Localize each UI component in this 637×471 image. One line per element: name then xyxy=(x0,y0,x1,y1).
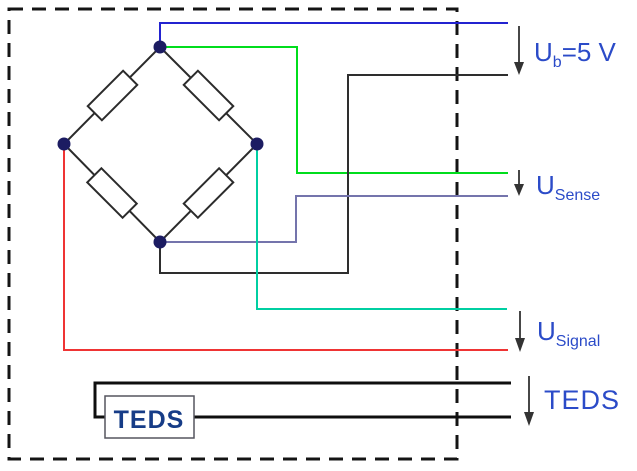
usignal-arrowhead-icon xyxy=(515,338,525,352)
sensor-boundary-dashed-border xyxy=(7,7,459,461)
ub-arrow xyxy=(514,26,524,75)
teds-box-label: TEDS xyxy=(114,406,185,434)
excitation-positive-wire xyxy=(159,22,508,47)
ub-label-value: =5 V xyxy=(562,37,617,67)
resistor-top-right-body xyxy=(182,69,235,122)
resistor-bottom-right-body xyxy=(182,166,235,220)
usignal-label-main: U xyxy=(537,316,556,346)
sense-negative-wire xyxy=(160,195,508,243)
ub-arrowhead-icon xyxy=(514,62,524,75)
sense-positive-wire xyxy=(160,46,508,174)
resistor-top-left xyxy=(86,69,139,122)
resistor-bottom-left-body xyxy=(85,166,139,220)
usense-label-main: U xyxy=(536,170,555,200)
bridge-diamond-outline xyxy=(62,45,259,244)
resistor-top-left-body xyxy=(86,69,139,122)
bridge-node-left xyxy=(57,137,71,151)
bridge-node-bottom xyxy=(153,235,167,249)
bridge-node-top xyxy=(153,40,167,54)
resistor-bottom-left xyxy=(85,166,139,220)
signal-positive-wire xyxy=(256,144,507,310)
signal-negative-wire xyxy=(63,144,508,351)
usignal-arrow xyxy=(515,311,525,352)
teds-arrowhead-icon xyxy=(524,412,534,426)
excitation-negative-wire xyxy=(159,74,508,274)
usignal-label-subscript: Signal xyxy=(556,333,600,350)
usignal-label: USignal xyxy=(537,316,600,350)
teds-upper-wire xyxy=(93,381,511,419)
ub-label-subscript: b xyxy=(553,54,562,71)
resistor-bottom-right xyxy=(182,166,235,220)
teds-box xyxy=(104,395,195,439)
ub-label-main: U xyxy=(534,37,553,67)
teds-arrow-label: TEDS xyxy=(544,385,620,415)
usense-arrowhead-icon xyxy=(514,184,524,196)
usense-label: USense xyxy=(536,170,600,204)
bridge-node-right xyxy=(250,137,264,151)
teds-arrow xyxy=(524,376,534,426)
ub-label: Ub=5 V xyxy=(534,37,617,71)
resistor-top-right xyxy=(182,69,235,122)
usense-arrow xyxy=(514,170,524,196)
usense-label-subscript: Sense xyxy=(555,187,600,204)
